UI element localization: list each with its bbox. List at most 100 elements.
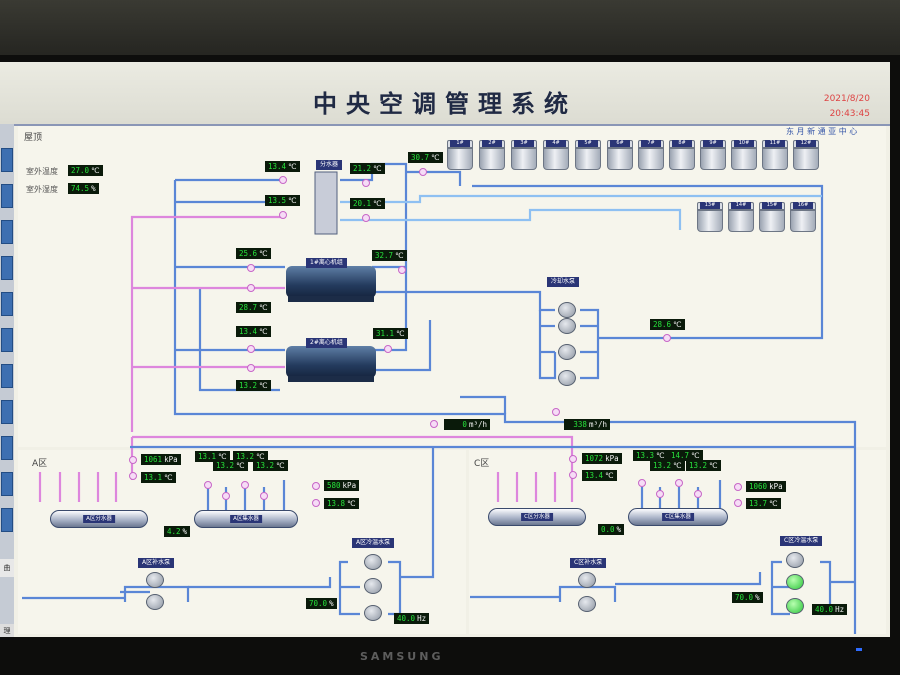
cooling-tower[interactable]: 5# (575, 140, 601, 170)
sensor-point[interactable] (734, 483, 742, 491)
cooling-tower[interactable]: 6# (607, 140, 633, 170)
nav-button-6[interactable] (1, 328, 13, 352)
cooling-tower[interactable]: 1# (447, 140, 473, 170)
chiller-2[interactable]: 2#离心机组 (286, 338, 376, 382)
zone-c-collector[interactable]: C区集水器 (628, 508, 728, 526)
nav-button-8[interactable] (1, 400, 13, 424)
chiller-1[interactable]: 1#离心机组 (286, 258, 376, 302)
sensor-point[interactable] (552, 408, 560, 416)
cooling-tower[interactable]: 14# (728, 202, 754, 232)
sensor-point[interactable] (222, 492, 230, 500)
nav-button-9[interactable] (1, 436, 13, 460)
cooling-tower[interactable]: 2# (479, 140, 505, 170)
cooling-tower[interactable]: 11# (762, 140, 788, 170)
sensor-point[interactable] (129, 456, 137, 464)
manifold-tag: 分水器 (316, 160, 343, 170)
zone-c-temp: 13.4℃ (582, 470, 617, 481)
sensor-point[interactable] (129, 472, 137, 480)
cooling-tower[interactable]: 10# (731, 140, 757, 170)
nav-button-4[interactable] (1, 256, 13, 280)
sensor-point[interactable] (247, 264, 255, 272)
tower-label: 4# (546, 140, 566, 147)
cooling-tower[interactable]: 13# (697, 202, 723, 232)
sidebar-label-b[interactable]: 理 员 (0, 624, 14, 637)
time-display: 20:43:45 (829, 109, 870, 119)
nav-button-7[interactable] (1, 364, 13, 388)
zone-c-chilled-pump[interactable] (786, 552, 804, 568)
zone-c-chilled-pump-tag: C区冷温水泵 (780, 536, 823, 546)
zone-a-chilled-pump[interactable] (364, 554, 382, 570)
chiller-2-tag: 2#离心机组 (306, 338, 347, 348)
cooling-pump[interactable] (558, 370, 576, 386)
cooling-pump[interactable] (558, 344, 576, 360)
sensor-point[interactable] (638, 479, 646, 487)
sensor-point[interactable] (279, 211, 287, 219)
roof-reading: 28.7℃ (236, 302, 271, 313)
zone-a-branch-temp: 13.2℃ (233, 451, 268, 462)
cooling-tower[interactable]: 3# (511, 140, 537, 170)
cooling-tower[interactable]: 16# (790, 202, 816, 232)
cooling-tower[interactable]: 4# (543, 140, 569, 170)
sensor-point[interactable] (419, 168, 427, 176)
sensor-point[interactable] (362, 179, 370, 187)
zone-a-collector[interactable]: A区集水器 (194, 510, 298, 528)
roof-reading: 13.2℃ (236, 380, 271, 391)
sensor-point[interactable] (694, 490, 702, 498)
nav-button-10[interactable] (1, 472, 13, 496)
sensor-point[interactable] (312, 499, 320, 507)
cooling-tower[interactable]: 12# (793, 140, 819, 170)
tower-body (731, 148, 757, 170)
zone-c-chilled-pump-running[interactable] (786, 574, 804, 590)
nav-button-5[interactable] (1, 292, 13, 316)
sensor-point[interactable] (569, 471, 577, 479)
cooling-pump[interactable] (558, 302, 576, 318)
sensor-point[interactable] (734, 499, 742, 507)
sensor-point[interactable] (398, 266, 406, 274)
nav-button-11[interactable] (1, 508, 13, 532)
nav-button-1[interactable] (1, 148, 13, 172)
zone-a-makeup-pump[interactable] (146, 572, 164, 588)
sensor-point[interactable] (279, 176, 287, 184)
nav-button-3[interactable] (1, 220, 13, 244)
cooling-tower[interactable]: 7# (638, 140, 664, 170)
sidebar-label-a[interactable]: 曲 (0, 559, 14, 577)
nav-button-2[interactable] (1, 184, 13, 208)
tower-label: 10# (734, 140, 754, 147)
title-bar: 中央空调管理系统 2021/8/20 20:43:45 (0, 62, 890, 126)
sensor-point[interactable] (312, 482, 320, 490)
sensor-point[interactable] (656, 490, 664, 498)
sensor-point[interactable] (362, 214, 370, 222)
tower-body (790, 210, 816, 232)
zone-c-branch-temp: 14.7℃ (668, 450, 703, 461)
zone-a-chilled-pump[interactable] (364, 578, 382, 594)
tower-label: 7# (641, 140, 661, 147)
sensor-point[interactable] (260, 492, 268, 500)
tower-body (669, 148, 695, 170)
cooling-pump[interactable] (558, 318, 576, 334)
zone-c-makeup-pump[interactable] (578, 572, 596, 588)
sensor-point[interactable] (247, 364, 255, 372)
sensor-point[interactable] (247, 345, 255, 353)
sensor-point[interactable] (247, 284, 255, 292)
cooling-tower[interactable]: 9# (700, 140, 726, 170)
zone-c-makeup-pump[interactable] (578, 596, 596, 612)
sensor-point[interactable] (384, 345, 392, 353)
tower-label: 2# (482, 140, 502, 147)
cooling-tower[interactable]: 8# (669, 140, 695, 170)
sensor-point[interactable] (430, 420, 438, 428)
sensor-point[interactable] (241, 481, 249, 489)
zone-c-chilled-pump-running[interactable] (786, 598, 804, 614)
tower-label: 14# (731, 202, 751, 209)
sensor-point[interactable] (204, 481, 212, 489)
zone-a-distributor[interactable]: A区分水器 (50, 510, 148, 528)
sensor-point[interactable] (675, 479, 683, 487)
sensor-point[interactable] (569, 455, 577, 463)
cooling-tower[interactable]: 15# (759, 202, 785, 232)
sensor-point[interactable] (663, 334, 671, 342)
zone-a-chilled-pump[interactable] (364, 605, 382, 621)
zone-c-distributor[interactable]: C区分水器 (488, 508, 586, 526)
zone-a-makeup-pump[interactable] (146, 594, 164, 610)
